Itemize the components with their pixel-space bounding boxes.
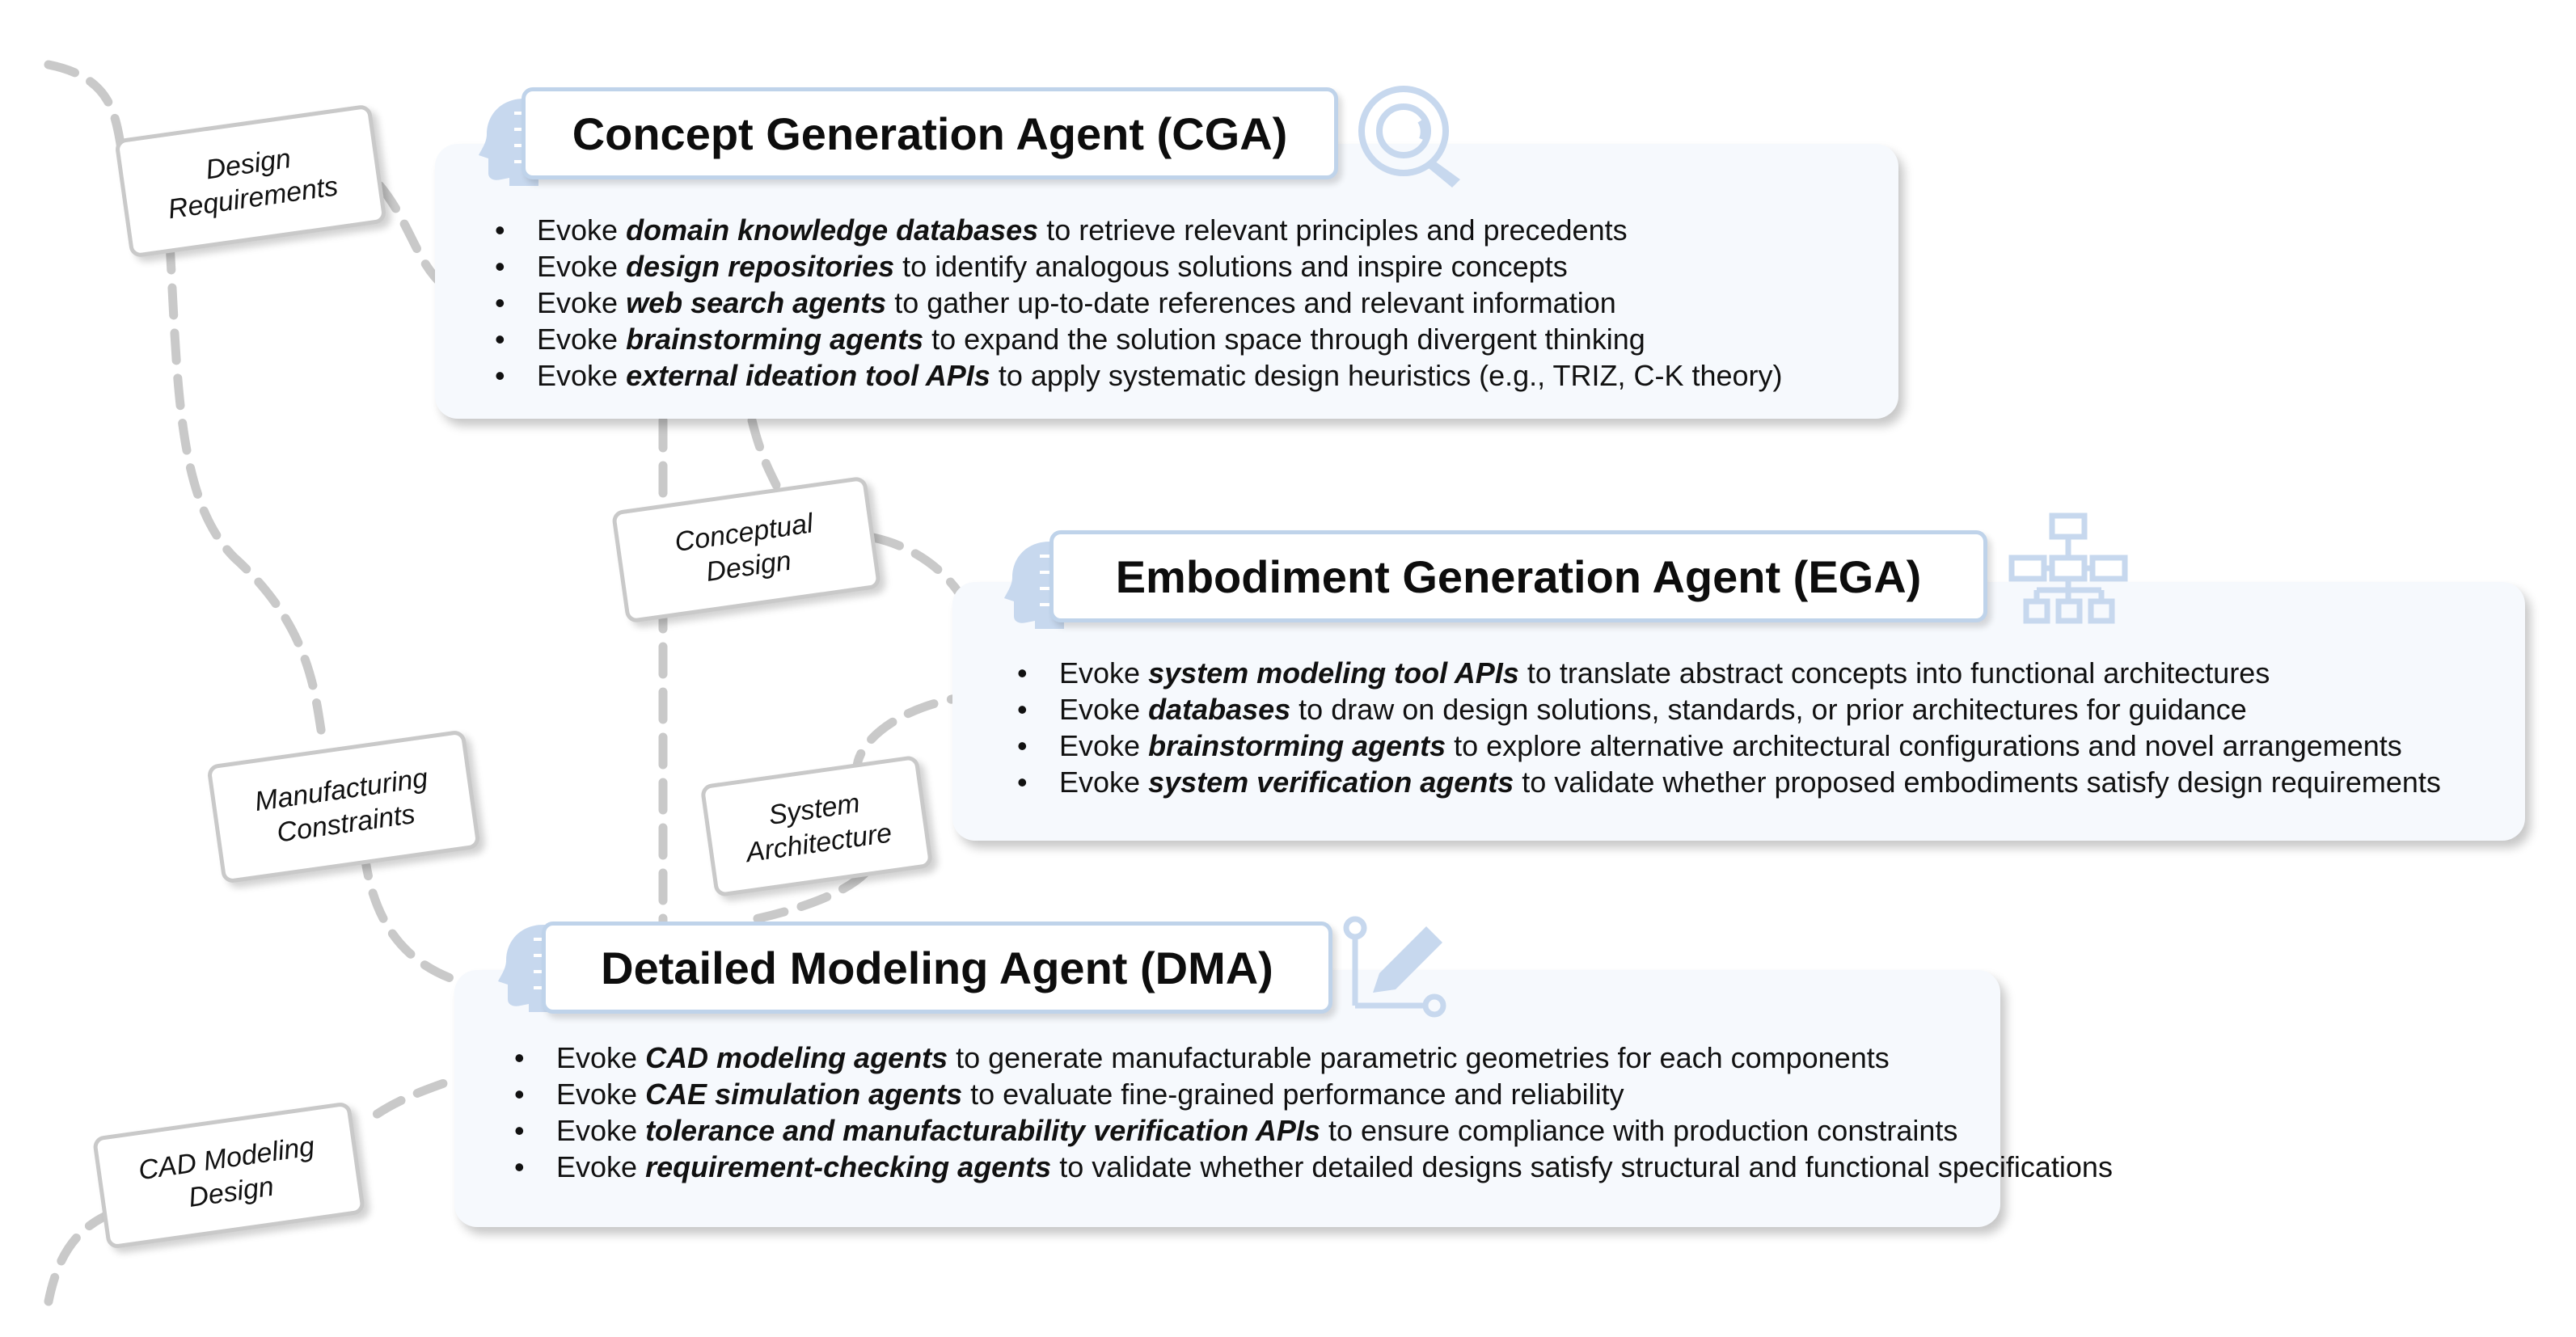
cga-capability-list: Evoke domain knowledge databases to retr… <box>495 212 1783 394</box>
hierarchy-icon <box>2008 512 2128 624</box>
connector-cad-out <box>44 1208 118 1306</box>
cga-item: Evoke brainstorming agents to expand the… <box>495 321 1783 357</box>
ega-item: Evoke system verification agents to vali… <box>1017 764 2441 800</box>
ega-capability-list: Evoke system modeling tool APIs to trans… <box>1017 655 2441 800</box>
dma-item: Evoke tolerance and manufacturability ve… <box>514 1112 2113 1149</box>
connector-cga-to-conceptual <box>747 415 781 490</box>
dma-capability-list: Evoke CAD modeling agents to generate ma… <box>514 1040 2113 1185</box>
connector-ega-to-architecture <box>852 690 983 773</box>
magnifier-icon <box>1358 86 1460 188</box>
connector-design-requirements-in <box>44 60 134 191</box>
ega-item: Evoke databases to draw on design soluti… <box>1017 691 2441 728</box>
pencil-ruler-icon <box>1343 916 1446 1018</box>
cga-item: Evoke external ideation tool APIs to app… <box>495 357 1782 394</box>
cga-item: Evoke domain knowledge databases to retr… <box>495 212 1783 248</box>
connector-constraints-to-dma <box>359 844 482 991</box>
ega-panel: Evoke system modeling tool APIs to trans… <box>952 582 2525 841</box>
cga-item: Evoke design repositories to identify an… <box>495 248 1783 285</box>
dma-item: Evoke CAE simulation agents to evaluate … <box>514 1076 2113 1112</box>
ega-item: Evoke brainstorming agents to explore al… <box>1017 728 2441 764</box>
ega-item: Evoke system modeling tool APIs to trans… <box>1017 655 2441 691</box>
dma-item: Evoke CAD modeling agents to generate ma… <box>514 1040 2113 1076</box>
connector-architecture-to-dma <box>739 868 870 926</box>
connector-requirements-to-constraints <box>165 238 328 749</box>
dma-item: Evoke requirement-checking agents to val… <box>514 1149 2113 1185</box>
cga-panel: Evoke domain knowledge databases to retr… <box>435 144 1898 419</box>
cga-item: Evoke web search agents to gather up-to-… <box>495 285 1783 321</box>
dma-title: Detailed Modeling Agent (DMA) <box>542 922 1332 1014</box>
ega-title: Embodiment Generation Agent (EGA) <box>1049 530 1987 622</box>
cga-title: Concept Generation Agent (CGA) <box>522 87 1338 179</box>
